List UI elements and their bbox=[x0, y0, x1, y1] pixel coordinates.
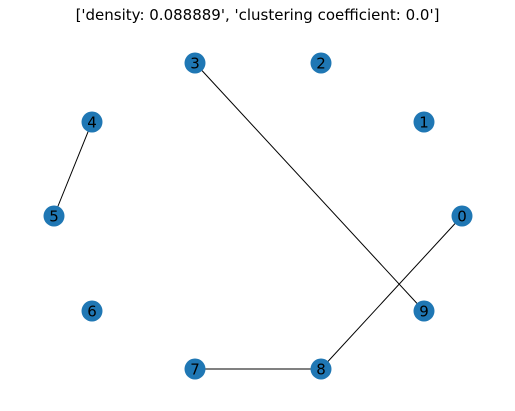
node-label: 6 bbox=[87, 303, 97, 321]
nodes-layer: 0 1 2 3 4 5 6 7 8 9 bbox=[43, 52, 473, 380]
node-circle bbox=[413, 111, 435, 133]
node-label: 5 bbox=[49, 208, 59, 226]
node-circle bbox=[184, 52, 206, 74]
node-label: 3 bbox=[190, 55, 200, 73]
node-label: 4 bbox=[87, 114, 97, 132]
node-circle bbox=[413, 300, 435, 322]
node-label: 1 bbox=[419, 114, 429, 132]
node-circle bbox=[184, 358, 206, 380]
node-label: 8 bbox=[316, 361, 326, 379]
node-2: 2 bbox=[310, 52, 332, 74]
edges-layer bbox=[53, 62, 463, 370]
node-label: 0 bbox=[457, 208, 467, 226]
node-0: 0 bbox=[451, 205, 473, 227]
node-circle bbox=[310, 52, 332, 74]
node-1: 1 bbox=[413, 111, 435, 133]
node-8: 8 bbox=[310, 358, 332, 380]
node-3: 3 bbox=[184, 52, 206, 74]
node-5: 5 bbox=[43, 205, 65, 227]
node-4: 4 bbox=[81, 111, 103, 133]
edge-0-8 bbox=[320, 215, 463, 370]
edge-4-5 bbox=[53, 121, 93, 217]
node-6: 6 bbox=[81, 300, 103, 322]
edge-3-9 bbox=[194, 62, 425, 312]
node-circle bbox=[310, 358, 332, 380]
node-7: 7 bbox=[184, 358, 206, 380]
node-circle bbox=[451, 205, 473, 227]
node-label: 2 bbox=[316, 55, 326, 73]
node-9: 9 bbox=[413, 300, 435, 322]
node-circle bbox=[81, 300, 103, 322]
node-circle bbox=[81, 111, 103, 133]
node-label: 7 bbox=[190, 361, 200, 379]
node-circle bbox=[43, 205, 65, 227]
node-label: 9 bbox=[419, 303, 429, 321]
graph-title: ['density: 0.088889', 'clustering coeffi… bbox=[75, 6, 440, 24]
